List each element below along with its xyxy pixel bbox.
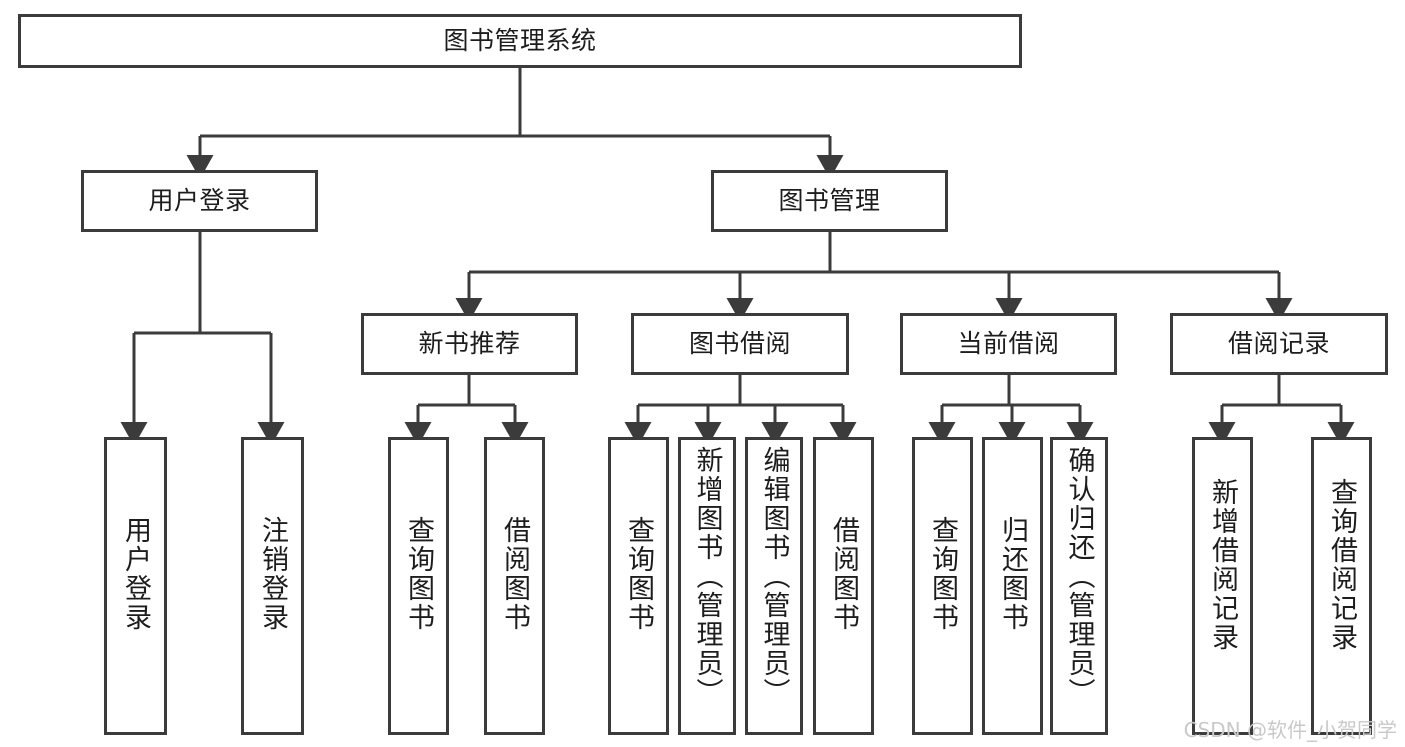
leaf-query-borrow-record[interactable]: 查询借阅记录: [1311, 437, 1372, 735]
leaf-query-book-new[interactable]: 查询图书: [388, 437, 449, 735]
node-root-system[interactable]: 图书管理系统: [18, 14, 1022, 68]
leaf-borrow-book[interactable]: 借阅图书: [813, 437, 874, 735]
node-label: 编辑图书（管理员）: [758, 446, 790, 707]
node-label: 用户登录: [120, 516, 151, 632]
leaf-add-book-admin[interactable]: 新增图书（管理员）: [678, 437, 736, 735]
node-label: 注销登录: [257, 516, 288, 632]
node-book-management[interactable]: 图书管理: [711, 170, 948, 232]
leaf-query-book-borrow[interactable]: 查询图书: [608, 437, 669, 735]
node-label: 归还图书: [997, 516, 1028, 632]
node-new-book-recommend[interactable]: 新书推荐: [361, 313, 578, 375]
node-label: 用户登录: [148, 186, 251, 216]
node-book-borrow[interactable]: 图书借阅: [631, 313, 849, 375]
leaf-logout[interactable]: 注销登录: [241, 437, 304, 735]
node-label: 新增图书（管理员）: [691, 446, 723, 707]
leaf-add-borrow-record[interactable]: 新增借阅记录: [1192, 437, 1253, 735]
node-label: 图书管理: [778, 186, 881, 216]
csdn-watermark: CSDN @软件_小贺同学: [1183, 718, 1397, 742]
node-label: 新增借阅记录: [1207, 478, 1238, 652]
node-label: 图书管理系统: [443, 26, 597, 56]
leaf-borrow-book-new[interactable]: 借阅图书: [484, 437, 545, 735]
leaf-confirm-return-admin[interactable]: 确认归还（管理员）: [1050, 437, 1108, 735]
node-borrow-record[interactable]: 借阅记录: [1170, 313, 1388, 375]
node-label: 新书推荐: [418, 329, 521, 359]
node-current-borrow[interactable]: 当前借阅: [900, 313, 1117, 375]
leaf-query-book-current[interactable]: 查询图书: [912, 437, 973, 735]
node-label: 当前借阅: [957, 329, 1060, 359]
leaf-return-book[interactable]: 归还图书: [982, 437, 1043, 735]
node-label: 查询图书: [623, 516, 654, 632]
node-label: 借阅记录: [1227, 329, 1330, 359]
leaf-user-login[interactable]: 用户登录: [104, 437, 167, 735]
node-user-login[interactable]: 用户登录: [81, 170, 318, 232]
node-label: 借阅图书: [499, 516, 530, 632]
leaf-edit-book-admin[interactable]: 编辑图书（管理员）: [745, 437, 803, 735]
node-label: 查询图书: [927, 516, 958, 632]
node-label: 查询借阅记录: [1326, 478, 1357, 652]
node-label: 图书借阅: [688, 329, 791, 359]
node-label: 借阅图书: [828, 516, 859, 632]
node-label: 查询图书: [403, 516, 434, 632]
node-label: 确认归还（管理员）: [1063, 446, 1095, 707]
